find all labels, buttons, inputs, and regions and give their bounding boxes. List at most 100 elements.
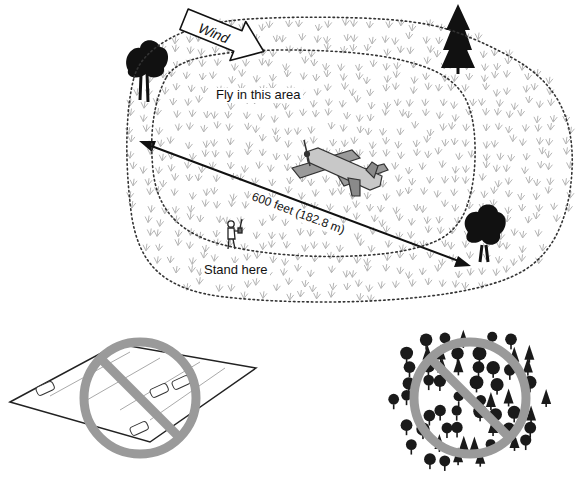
grass-tufts bbox=[491, 187, 498, 194]
dense-forest bbox=[491, 378, 504, 391]
grass-tufts bbox=[279, 35, 286, 42]
grass-tufts bbox=[254, 251, 261, 258]
grass-tufts bbox=[253, 75, 260, 82]
grass-tufts bbox=[268, 232, 275, 239]
pilot-figure bbox=[228, 219, 242, 249]
grass-tufts bbox=[185, 142, 192, 149]
grass-tufts bbox=[410, 87, 417, 94]
grass-tufts bbox=[243, 59, 250, 66]
grass-tufts bbox=[526, 176, 533, 183]
grass-tufts bbox=[311, 241, 318, 248]
grass-tufts bbox=[409, 279, 416, 286]
grass-tufts bbox=[274, 135, 281, 142]
grass-tufts bbox=[435, 84, 442, 91]
grass-tufts bbox=[327, 204, 334, 211]
grass-tufts bbox=[497, 153, 504, 160]
grass-tufts bbox=[344, 34, 351, 41]
dense-forest bbox=[524, 345, 534, 360]
grass-tufts bbox=[287, 293, 294, 300]
grass-tufts bbox=[211, 139, 218, 146]
grass-tufts bbox=[463, 124, 470, 131]
deciduous-tree bbox=[126, 40, 168, 77]
grass-tufts bbox=[369, 37, 376, 44]
grass-tufts bbox=[239, 69, 246, 76]
grass-tufts bbox=[357, 126, 364, 133]
dense-forest bbox=[496, 390, 498, 395]
grass-tufts bbox=[439, 160, 446, 167]
dense-forest bbox=[527, 371, 529, 376]
grass-tufts bbox=[525, 73, 532, 80]
grass-tufts bbox=[419, 268, 426, 275]
grass-tufts bbox=[406, 32, 413, 39]
grass-tufts bbox=[354, 256, 361, 263]
dense-forest bbox=[524, 422, 536, 434]
pine-tree bbox=[457, 68, 460, 74]
grass-tufts bbox=[342, 18, 349, 25]
grass-tufts bbox=[382, 36, 389, 43]
no-sign bbox=[414, 342, 526, 454]
grass-tufts bbox=[505, 190, 512, 197]
no-sign bbox=[101, 359, 179, 437]
grass-tufts bbox=[546, 138, 553, 145]
grass-tufts bbox=[538, 161, 545, 168]
grass-tufts bbox=[451, 102, 458, 109]
grass-tufts bbox=[491, 49, 498, 56]
dense-forest bbox=[456, 416, 458, 421]
dense-forest bbox=[388, 394, 399, 405]
grass-tufts bbox=[397, 46, 404, 53]
dense-forest bbox=[406, 439, 417, 450]
grass-tufts bbox=[536, 101, 543, 108]
no-sign bbox=[414, 342, 526, 454]
grass-tufts bbox=[405, 187, 412, 194]
grass-tufts bbox=[482, 64, 489, 71]
airplane bbox=[304, 140, 310, 166]
dense-forest bbox=[541, 389, 551, 404]
grass-tufts bbox=[425, 278, 432, 285]
grass-tufts bbox=[259, 134, 266, 141]
grass-tufts bbox=[344, 205, 351, 212]
grass-tufts bbox=[367, 204, 374, 211]
grass-tufts bbox=[548, 99, 555, 106]
grass-tufts bbox=[285, 140, 292, 147]
grass-tufts bbox=[298, 192, 305, 199]
grass-tufts bbox=[462, 241, 469, 248]
dense-forest bbox=[429, 421, 431, 426]
dense-forest bbox=[513, 417, 515, 422]
grass-tufts bbox=[203, 141, 210, 148]
grass-tufts bbox=[452, 166, 459, 173]
grass-tufts bbox=[523, 153, 530, 160]
grass-tufts bbox=[511, 228, 518, 235]
grass-tufts bbox=[225, 111, 232, 118]
grass-tufts bbox=[479, 282, 486, 289]
dense-forest bbox=[492, 373, 494, 378]
grass-tufts bbox=[237, 216, 244, 223]
grass-tufts bbox=[491, 140, 498, 147]
grass-tufts bbox=[189, 153, 196, 160]
grass-tufts bbox=[547, 123, 554, 130]
grass-tufts bbox=[196, 95, 203, 102]
grass-tufts bbox=[227, 138, 234, 145]
dense-forest bbox=[446, 433, 448, 438]
grass-tufts bbox=[427, 46, 434, 53]
grass-tufts bbox=[229, 76, 236, 83]
grass-tufts bbox=[478, 98, 485, 105]
grass-tufts bbox=[343, 270, 350, 277]
grass-tufts bbox=[408, 218, 415, 225]
grass-tufts bbox=[228, 102, 235, 109]
grass-tufts bbox=[285, 128, 292, 135]
grass-tufts bbox=[550, 115, 557, 122]
dense-forest bbox=[479, 462, 481, 467]
grass-tufts bbox=[282, 219, 289, 226]
grass-tufts bbox=[127, 99, 134, 106]
grass-tufts bbox=[522, 167, 529, 174]
grass-tufts bbox=[442, 176, 449, 183]
grass-tufts bbox=[314, 292, 321, 299]
grass-tufts bbox=[522, 124, 529, 131]
grass-tufts bbox=[466, 73, 473, 80]
grass-tufts bbox=[406, 167, 413, 174]
dense-forest bbox=[510, 344, 512, 349]
grass-tufts bbox=[197, 215, 204, 222]
grass-tufts bbox=[314, 35, 321, 42]
grass-tufts bbox=[199, 73, 206, 80]
grass-tufts bbox=[260, 243, 267, 250]
